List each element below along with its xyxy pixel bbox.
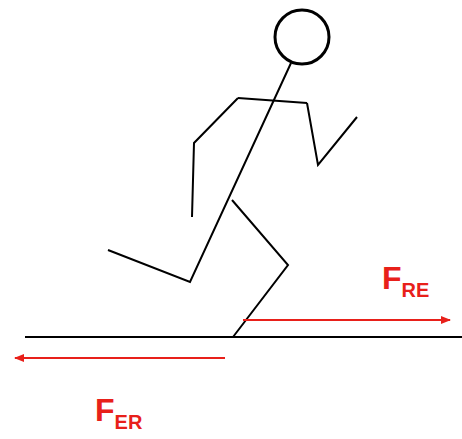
force-symbol: F — [95, 392, 115, 428]
shoulders — [238, 98, 307, 103]
force-subscript: RE — [402, 279, 430, 301]
front-leg — [232, 200, 288, 337]
runner-head — [275, 10, 329, 64]
back-arm — [192, 98, 238, 217]
force-label: FER — [95, 394, 142, 432]
force-label: FRE — [382, 262, 429, 300]
ground-line — [25, 336, 462, 338]
front-arm — [307, 103, 357, 165]
force-subscript: ER — [115, 411, 143, 433]
force-arrow-re — [243, 319, 450, 321]
torso-back-leg — [108, 63, 291, 282]
force-arrow-er — [15, 357, 225, 359]
runner-body — [108, 63, 357, 337]
force-symbol: F — [382, 260, 402, 296]
